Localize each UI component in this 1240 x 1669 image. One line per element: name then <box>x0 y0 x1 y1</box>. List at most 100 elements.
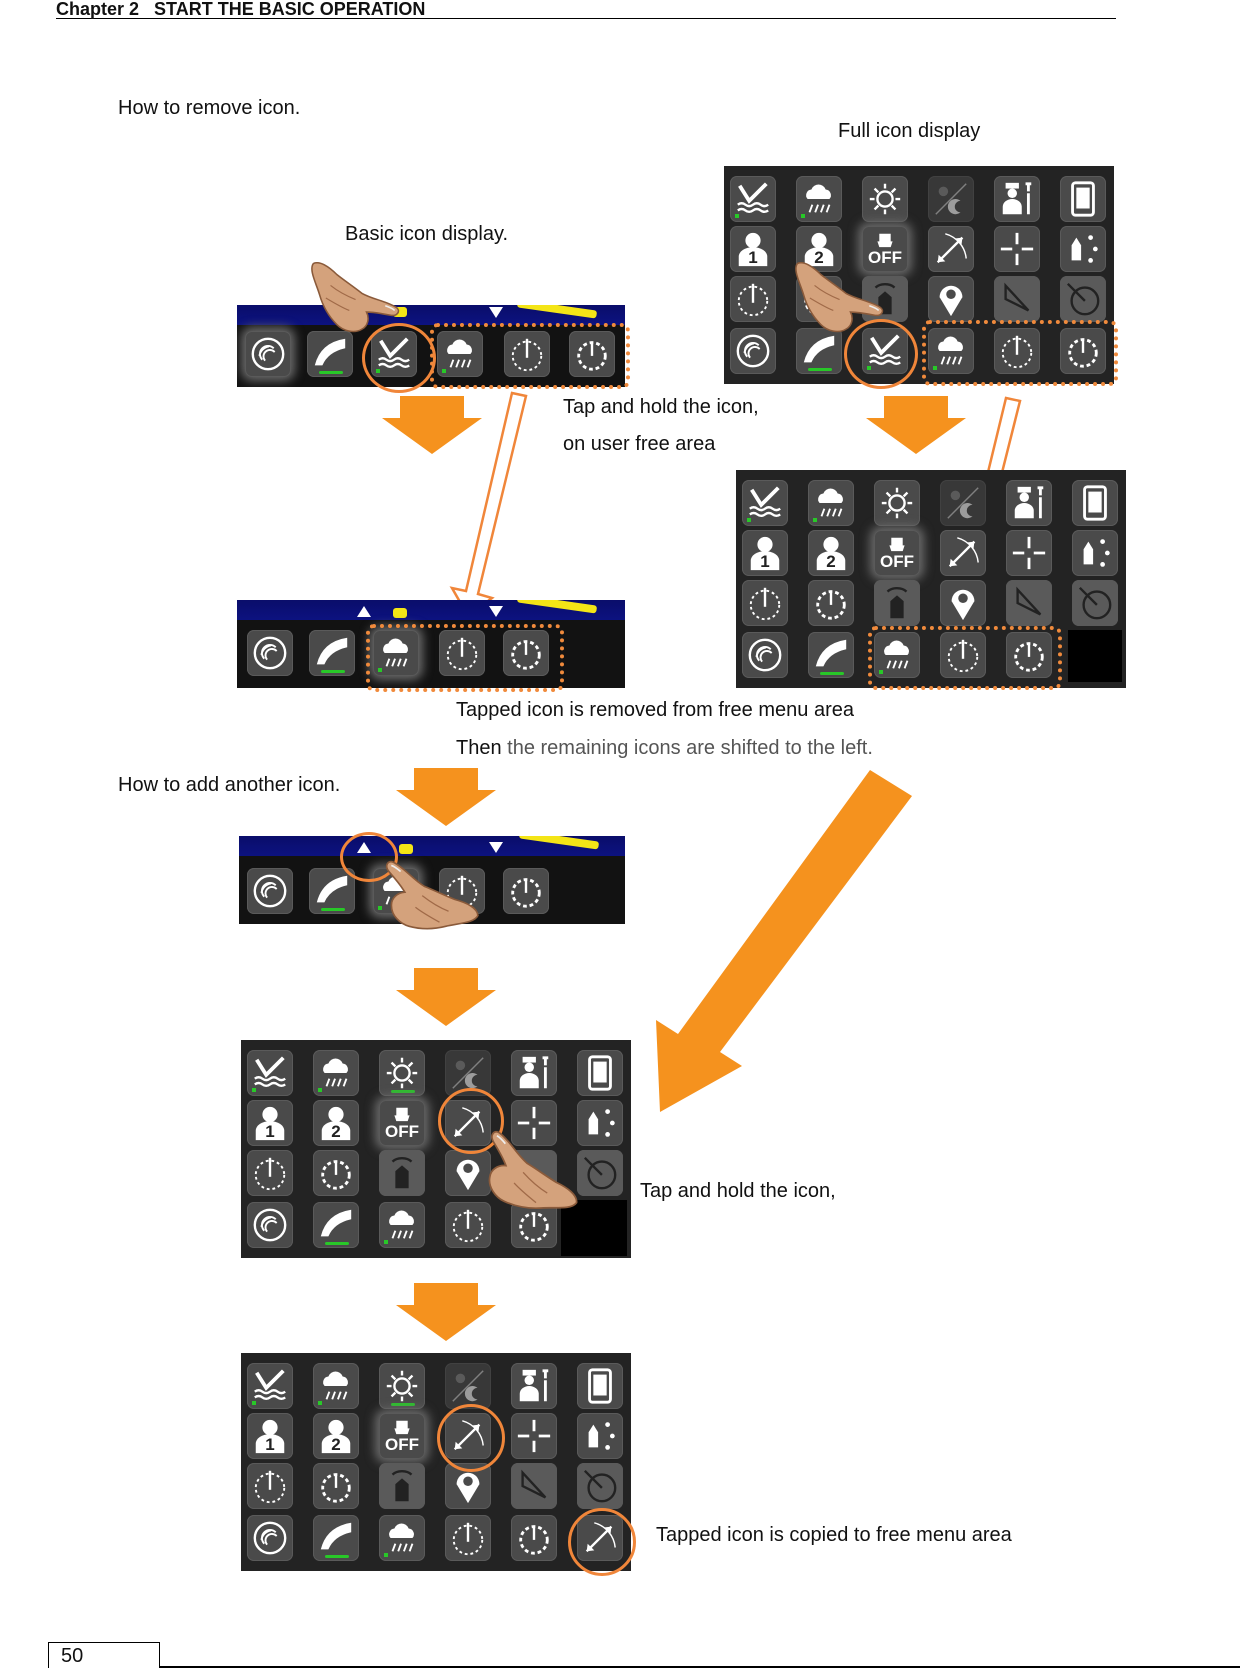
user-1-icon[interactable]: 1 <box>742 530 788 576</box>
gain-icon[interactable] <box>313 1515 359 1561</box>
brightness-icon[interactable] <box>862 176 908 222</box>
rain-clutter-icon[interactable] <box>928 328 974 374</box>
ebl-icon[interactable] <box>247 1150 293 1196</box>
map-pin-icon[interactable] <box>940 580 986 626</box>
ebl-icon[interactable] <box>504 331 550 377</box>
rain-clutter-icon[interactable] <box>796 176 842 222</box>
user-1-icon[interactable]: 1 <box>730 226 776 272</box>
target-icon[interactable] <box>577 1100 623 1146</box>
ebl-icon[interactable] <box>445 1202 491 1248</box>
user-2-icon[interactable]: 2 <box>313 1413 359 1459</box>
vrm-icon[interactable] <box>1060 328 1106 374</box>
map-pin-icon[interactable] <box>445 1150 491 1196</box>
vrm-icon[interactable] <box>1006 632 1052 678</box>
radar-icon[interactable] <box>742 632 788 678</box>
ebl-icon[interactable] <box>730 276 776 322</box>
tablet-icon[interactable] <box>1060 176 1106 222</box>
gain-icon[interactable] <box>309 868 355 914</box>
sea-clutter-icon[interactable] <box>247 1363 293 1409</box>
vrm-icon[interactable] <box>511 1515 557 1561</box>
measure-icon[interactable] <box>928 226 974 272</box>
rain-clutter-icon[interactable] <box>379 1515 425 1561</box>
radar-icon[interactable] <box>247 1202 293 1248</box>
vrm-icon[interactable] <box>511 1202 557 1248</box>
day-night-icon[interactable] <box>445 1363 491 1409</box>
map-pin-icon[interactable] <box>928 276 974 322</box>
transmit-off-icon[interactable]: OFF <box>862 226 908 272</box>
service-icon[interactable] <box>511 1363 557 1409</box>
rain-clutter-icon[interactable] <box>373 630 419 676</box>
cursor-icon[interactable] <box>994 276 1040 322</box>
radar-icon[interactable] <box>247 630 293 676</box>
day-night-icon[interactable] <box>928 176 974 222</box>
user-2-icon[interactable]: 2 <box>313 1100 359 1146</box>
target-icon[interactable] <box>577 1413 623 1459</box>
vrm-icon[interactable] <box>808 580 854 626</box>
gain-icon[interactable] <box>796 328 842 374</box>
ebl-icon[interactable] <box>994 328 1040 374</box>
vrm-icon[interactable] <box>503 630 549 676</box>
transmit-off-icon[interactable]: OFF <box>874 530 920 576</box>
user-1-icon[interactable]: 1 <box>247 1413 293 1459</box>
gain-icon[interactable] <box>307 331 353 377</box>
tablet-icon[interactable] <box>577 1363 623 1409</box>
tablet-icon[interactable] <box>1072 480 1118 526</box>
ebl-icon[interactable] <box>439 630 485 676</box>
vrm-icon[interactable] <box>313 1463 359 1509</box>
own-ship-icon[interactable] <box>379 1463 425 1509</box>
cursor-icon[interactable] <box>511 1463 557 1509</box>
brightness-icon[interactable] <box>379 1050 425 1096</box>
radar-icon[interactable] <box>245 331 291 377</box>
ebl-icon[interactable] <box>445 1515 491 1561</box>
ebl-icon[interactable] <box>742 580 788 626</box>
own-ship-icon[interactable] <box>379 1150 425 1196</box>
gain-icon[interactable] <box>309 630 355 676</box>
gain-icon[interactable] <box>313 1202 359 1248</box>
menu-arrow-down-icon[interactable] <box>489 606 503 617</box>
transmit-off-icon[interactable]: OFF <box>379 1100 425 1146</box>
rain-clutter-icon[interactable] <box>874 632 920 678</box>
service-icon[interactable] <box>511 1050 557 1096</box>
user-2-icon[interactable]: 2 <box>808 530 854 576</box>
rain-clutter-icon[interactable] <box>313 1363 359 1409</box>
menu-arrow-down-icon[interactable] <box>489 307 503 318</box>
menu-arrow-up-icon[interactable] <box>357 606 371 617</box>
service-icon[interactable] <box>994 176 1040 222</box>
target-icon[interactable] <box>1072 530 1118 576</box>
radar-icon[interactable] <box>247 868 293 914</box>
brightness-icon[interactable] <box>379 1363 425 1409</box>
own-ship-icon[interactable] <box>874 580 920 626</box>
cursor-icon[interactable] <box>1006 580 1052 626</box>
compass-icon[interactable] <box>577 1463 623 1509</box>
service-icon[interactable] <box>1006 480 1052 526</box>
sea-clutter-icon[interactable] <box>742 480 788 526</box>
cross-cursor-icon[interactable] <box>994 226 1040 272</box>
cross-cursor-icon[interactable] <box>511 1413 557 1459</box>
transmit-off-icon[interactable]: OFF <box>379 1413 425 1459</box>
target-icon[interactable] <box>1060 226 1106 272</box>
rain-clutter-icon[interactable] <box>313 1050 359 1096</box>
radar-icon[interactable] <box>247 1515 293 1561</box>
ebl-icon[interactable] <box>247 1463 293 1509</box>
sea-clutter-icon[interactable] <box>247 1050 293 1096</box>
compass-icon[interactable] <box>1072 580 1118 626</box>
compass-icon[interactable] <box>1060 276 1106 322</box>
rain-clutter-icon[interactable] <box>379 1202 425 1248</box>
gain-icon[interactable] <box>808 632 854 678</box>
radar-icon[interactable] <box>730 328 776 374</box>
tablet-icon[interactable] <box>577 1050 623 1096</box>
cross-cursor-icon[interactable] <box>511 1100 557 1146</box>
ebl-icon[interactable] <box>940 632 986 678</box>
rain-clutter-icon[interactable] <box>808 480 854 526</box>
day-night-icon[interactable] <box>940 480 986 526</box>
vrm-icon[interactable] <box>569 331 615 377</box>
user-1-icon[interactable]: 1 <box>247 1100 293 1146</box>
brightness-icon[interactable] <box>874 480 920 526</box>
rain-clutter-icon[interactable] <box>437 331 483 377</box>
compass-icon[interactable] <box>577 1150 623 1196</box>
measure-icon[interactable] <box>940 530 986 576</box>
sea-clutter-icon[interactable] <box>730 176 776 222</box>
vrm-icon[interactable] <box>503 868 549 914</box>
menu-arrow-down-icon[interactable] <box>489 842 503 853</box>
vrm-icon[interactable] <box>313 1150 359 1196</box>
